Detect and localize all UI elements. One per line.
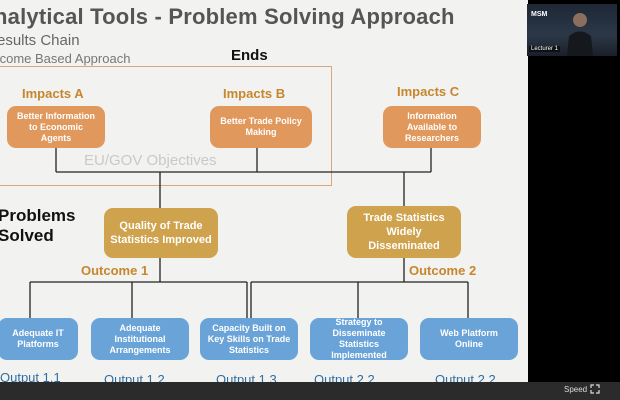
output-1-1-label: Output 1.1 xyxy=(0,370,61,385)
impacts-outline-frame xyxy=(0,66,332,186)
output-1-1-box: Adequate IT Platforms xyxy=(0,318,78,360)
outcome-2-box: Trade Statistics Widely Disseminated xyxy=(347,206,461,258)
impact-b-label: Impacts B xyxy=(223,86,286,101)
playback-speed-button[interactable]: Speed xyxy=(564,385,588,394)
ends-label: Ends xyxy=(231,47,268,64)
presenter-silhouette xyxy=(567,13,593,56)
slide-subtitle-approach: tcome Based Approach xyxy=(0,51,131,66)
impact-c-label: Impacts C xyxy=(397,84,460,99)
problems-line: Problems xyxy=(0,206,76,225)
outcome-1-box: Quality of Trade Statistics Improved xyxy=(104,208,218,258)
slide-title: nalytical Tools - Problem Solving Approa… xyxy=(0,4,455,29)
objectives-watermark: EU/GOV Objectives xyxy=(84,152,217,169)
video-logo: MSM xyxy=(531,11,548,18)
output-1-3-box: Capacity Built on Key Skills on Trade St… xyxy=(200,318,298,360)
problems-solved-label: Problems Solved xyxy=(0,206,75,246)
impact-c-box: Information Available to Researchers xyxy=(383,106,481,148)
slide-subtitle-results-chain: esults Chain xyxy=(0,32,80,49)
outcome-2-label: Outcome 2 xyxy=(409,263,477,278)
connector-lines xyxy=(29,148,469,318)
solved-line: Solved xyxy=(0,226,54,245)
output-1-2-box: Adequate Institutional Arrangements xyxy=(91,318,189,360)
presenter-video-thumbnail[interactable]: MSM Lecturer 1 xyxy=(527,4,617,56)
impact-b-box: Better Trade Policy Making xyxy=(210,106,312,148)
player-control-bar xyxy=(0,382,620,400)
output-2-2-web-box: Web Platform Online xyxy=(420,318,518,360)
impact-a-label: Impacts A xyxy=(22,86,84,101)
fullscreen-icon[interactable] xyxy=(590,384,600,394)
outcome-1-label: Outcome 1 xyxy=(81,263,149,278)
participant-name: Lecturer 1 xyxy=(529,46,561,52)
output-2-2-strategy-box: Strategy to Disseminate Statistics Imple… xyxy=(310,317,408,360)
impact-a-box: Better Information to Economic Agents xyxy=(7,106,105,148)
presentation-slide: nalytical Tools - Problem Solving Approa… xyxy=(0,0,528,400)
